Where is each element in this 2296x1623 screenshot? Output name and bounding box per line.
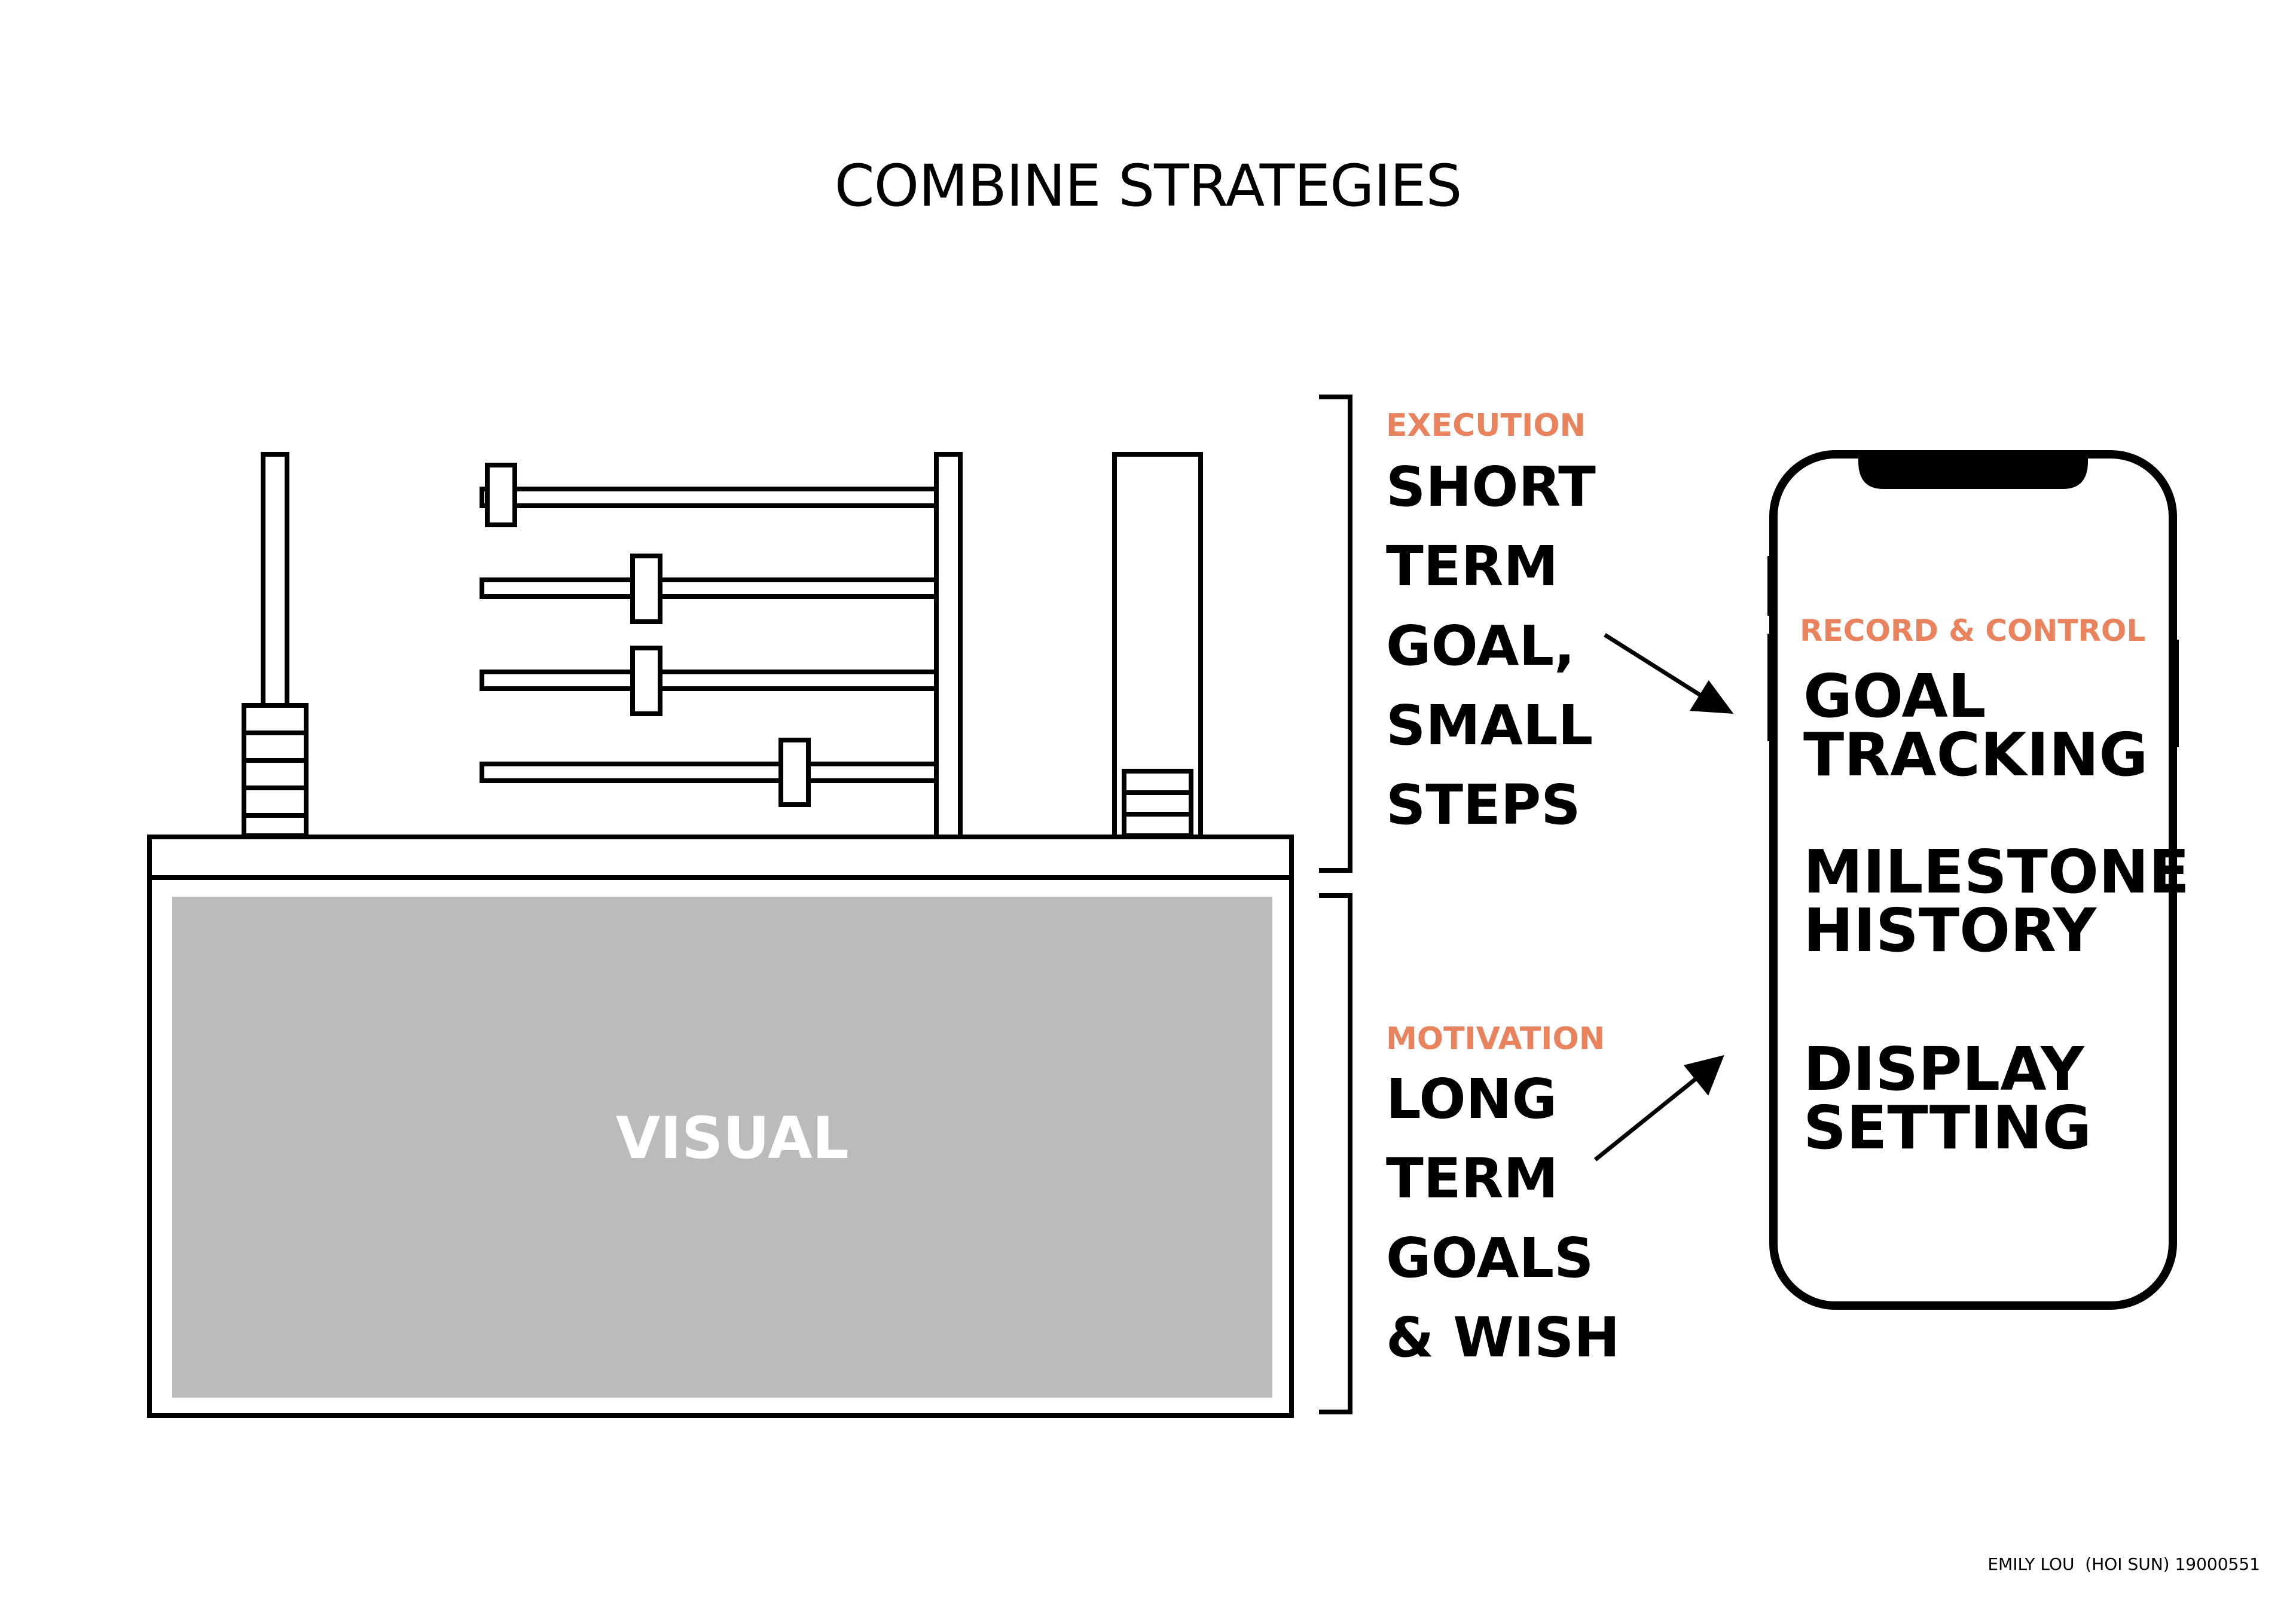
left-post [242,452,309,838]
execution-label: EXECUTION [1386,408,1586,444]
board [147,835,1294,1418]
arrow-motivation [1593,1074,1701,1162]
slider-1 [485,463,517,527]
brackets [1319,395,1352,1414]
rail-4 [480,762,939,783]
motivation-line: LONG [1386,1067,1558,1131]
phone-side-button-left-2 [1767,634,1773,741]
motivation-line: GOALS [1386,1226,1594,1290]
execution-line: SMALL [1386,693,1593,757]
author-credit: EMILY LOU (HOI SUN) 19000551 [1987,1554,2260,1574]
phone-body [1769,450,2177,1310]
motivation-line: TERM [1386,1147,1558,1211]
phone-item-line: DISPLAY [1803,1034,2084,1104]
phone [1767,450,2179,1310]
page-title: COMBINE STRATEGIES [834,152,1463,219]
phone-notch [1858,458,2088,489]
arrow-motivation-head [1683,1055,1724,1096]
motivation-line: & WISH [1386,1306,1620,1370]
abacus [480,452,963,839]
board-top-rail [147,835,1294,880]
phone-side-button-right [2173,640,2179,747]
phone-item-line: HISTORY [1803,895,2097,965]
bracket-execution [1319,395,1352,873]
bracket-motivation [1319,893,1352,1414]
arrow-execution-head [1689,680,1734,714]
phone-item-line: TRACKING [1803,720,2148,790]
motivation-label: MOTIVATION [1386,1021,1605,1057]
right-container [1112,452,1203,839]
slider-2 [630,554,662,624]
execution-line: STEPS [1386,773,1581,837]
visual-label: VISUAL [616,1105,849,1172]
slider-3 [630,646,662,716]
phone-label: RECORD & CONTROL [1800,613,2146,648]
execution-line: SHORT [1386,455,1596,519]
phone-item-line: SETTING [1803,1093,2092,1163]
visual-panel [172,897,1272,1398]
rail-3 [480,670,939,691]
execution-line: TERM [1386,534,1558,598]
arrow-execution [1604,633,1706,700]
rail-2 [480,577,939,599]
phone-side-button-left [1767,556,1773,616]
execution-line: GOAL, [1386,614,1576,678]
phone-item-line: GOAL [1803,661,1986,731]
abacus-upright [934,452,963,839]
phone-item-display-setting[interactable]: DISPLAY SETTING [1803,1034,2092,1163]
phone-item-milestone-history[interactable]: MILESTONE HISTORY [1803,837,2190,965]
arrows [1593,633,1734,1162]
slider-4 [778,738,811,807]
phone-item-line: MILESTONE [1803,837,2190,907]
phone-item-goal-tracking[interactable]: GOAL TRACKING [1803,661,2148,790]
rail-1 [480,487,939,508]
